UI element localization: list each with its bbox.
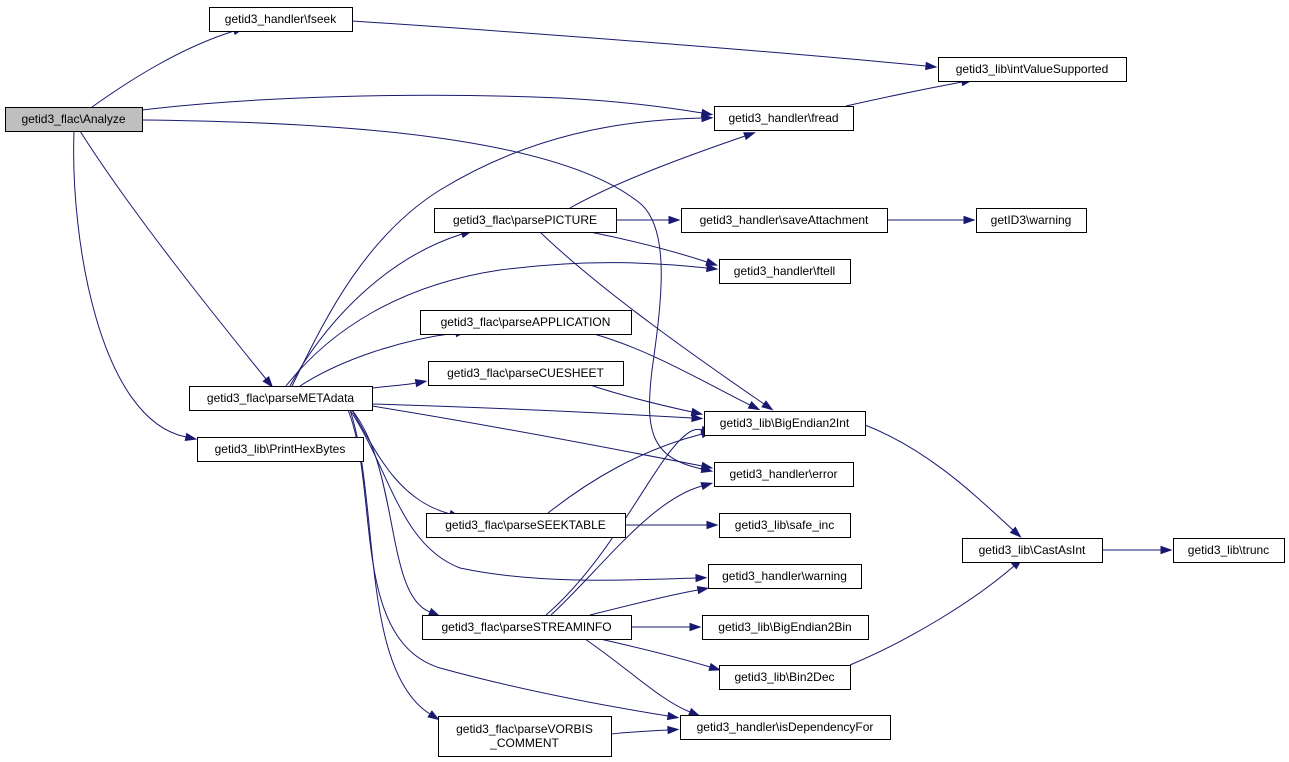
node-label: getid3_lib\trunc (1188, 543, 1269, 557)
edges-layer (73, 20, 1173, 735)
node-trunc[interactable]: getid3_lib\trunc (1173, 538, 1285, 563)
edge-castasint-to-trunc (1101, 545, 1173, 555)
node-fread[interactable]: getid3_handler\fread (714, 106, 854, 131)
edge-parseapplication-to-bigendian2int (593, 333, 761, 411)
node-label: getid3_lib\BigEndian2Bin (718, 620, 851, 634)
node-label: getid3_lib\PrintHexBytes (215, 442, 346, 456)
edge-bigendian2int-to-castasint (864, 424, 1022, 538)
edge-parsevorbis-to-isdependencyfor (610, 725, 680, 735)
edge-bin2dec-to-castasint (849, 558, 1023, 666)
node-parsepicture[interactable]: getid3_flac\parsePICTURE (434, 208, 617, 233)
node-parsestreaminfo[interactable]: getid3_flac\parseSTREAMINFO (422, 615, 632, 640)
edge-parsemetadata-to-error (371, 405, 714, 471)
edge-parsemetadata-to-fread (291, 113, 714, 387)
node-label: getid3_lib\safe_inc (735, 518, 834, 532)
node-label: getid3_lib\BigEndian2Int (720, 416, 850, 430)
edge-saveattachment-to-getid3warning (887, 215, 976, 225)
node-parsecuesheet[interactable]: getid3_flac\parseCUESHEET (428, 361, 624, 386)
node-label: getid3_handler\isDependencyFor (697, 720, 874, 734)
node-fseek[interactable]: getid3_handler\fseek (209, 7, 353, 32)
edge-parseseektable-to-safeinc (625, 520, 719, 530)
node-label: getid3_handler\saveAttachment (700, 213, 869, 227)
node-label: getid3_lib\intValueSupported (956, 62, 1109, 76)
edge-parsestreaminfo-to-error (550, 482, 714, 616)
edge-parsepicture-to-bigendian2int (539, 231, 774, 411)
node-label: getid3_lib\Bin2Dec (734, 670, 834, 684)
edge-analyze-to-parsemetadata (79, 130, 274, 388)
edge-parsemetadata-to-isdependencyfor (347, 409, 680, 721)
edge-parsestreaminfo-to-bin2dec (599, 638, 722, 671)
node-getid3warning[interactable]: getID3\warning (976, 208, 1087, 233)
node-parseseektable[interactable]: getid3_flac\parseSEEKTABLE (426, 513, 626, 538)
edge-parsemetadata-to-ftell (285, 262, 719, 387)
node-parseapplication[interactable]: getid3_flac\parseAPPLICATION (420, 310, 632, 335)
edge-parseseektable-to-bigendian2int (547, 430, 714, 514)
node-label: getid3_handler\fread (728, 111, 838, 125)
edge-parsepicture-to-saveattachment (616, 215, 681, 225)
node-parsevorbis[interactable]: getid3_flac\parseVORBIS_COMMENT (438, 716, 612, 757)
edge-fread-to-intvalue (845, 77, 974, 107)
node-intvalue[interactable]: getid3_lib\intValueSupported (938, 57, 1127, 82)
node-label: getid3_flac\parseVORBIS (456, 722, 593, 736)
edge-parsemetadata-to-parsecuesheet (371, 378, 428, 389)
node-saveattachment[interactable]: getid3_handler\saveAttachment (681, 208, 888, 233)
node-printhexbytes[interactable]: getid3_lib\PrintHexBytes (197, 437, 364, 462)
node-label: getid3_flac\Analyze (21, 112, 125, 126)
node-label: getid3_flac\parseSTREAMINFO (441, 620, 611, 634)
node-bin2dec[interactable]: getid3_lib\Bin2Dec (719, 665, 851, 690)
node-label: getid3_handler\warning (722, 569, 847, 583)
node-label: getid3_flac\parsePICTURE (453, 213, 597, 227)
node-castasint[interactable]: getid3_lib\CastAsInt (962, 538, 1103, 563)
node-label: getid3_handler\fseek (225, 12, 337, 26)
edge-parsestreaminfo-to-handlerwarning (589, 585, 710, 616)
node-ftell[interactable]: getid3_handler\ftell (719, 259, 851, 284)
node-label: getid3_handler\ftell (734, 264, 835, 278)
node-label: getid3_flac\parseMETAdata (207, 391, 355, 405)
edge-parsepicture-to-ftell (589, 231, 718, 266)
edge-parsemetadata-to-parsestreaminfo (351, 409, 441, 617)
edge-parsecuesheet-to-bigendian2int (589, 384, 704, 416)
node-label: getid3_flac\parseAPPLICATION (441, 315, 611, 329)
node-error[interactable]: getid3_handler\error (714, 462, 854, 487)
node-label: getID3\warning (991, 213, 1072, 227)
edge-analyze-to-fread (141, 94, 714, 118)
node-label: getid3_flac\parseSEEKTABLE (445, 518, 606, 532)
nodes-layer: getid3_flac\Analyze getid3_handler\fseekg… (5, 7, 1285, 757)
edge-parsepicture-to-fread (569, 132, 756, 209)
edge-analyze-to-fseek (91, 27, 245, 108)
node-analyze[interactable]: getid3_flac\Analyze (5, 107, 143, 132)
node-bigendian2bin[interactable]: getid3_lib\BigEndian2Bin (702, 615, 869, 640)
node-isdependencyfor[interactable]: getid3_handler\isDependencyFor (680, 715, 891, 740)
edge-analyze-to-printhexbytes (73, 130, 198, 442)
edge-parsemetadata-to-handlerwarning (349, 409, 708, 583)
node-label: getid3_handler\error (729, 467, 837, 481)
edge-parsemetadata-to-bigendian2int (371, 403, 704, 423)
edge-fseek-to-intvalue (351, 20, 938, 71)
node-bigendian2int[interactable]: getid3_lib\BigEndian2Int (704, 411, 866, 436)
edge-parsemetadata-to-parseseektable (351, 409, 462, 518)
node-label: getid3_flac\parseCUESHEET (447, 366, 604, 380)
edge-analyze-to-error (141, 119, 714, 474)
edge-parsestreaminfo-to-bigendian2bin (631, 622, 702, 632)
node-parsemetadata[interactable]: getid3_flac\parseMETAdata (189, 386, 373, 411)
node-label: _COMMENT (489, 736, 559, 750)
node-label: getid3_lib\CastAsInt (979, 543, 1086, 557)
node-handlerwarning[interactable]: getid3_handler\warning (708, 564, 862, 589)
node-safeinc[interactable]: getid3_lib\safe_inc (719, 513, 851, 538)
